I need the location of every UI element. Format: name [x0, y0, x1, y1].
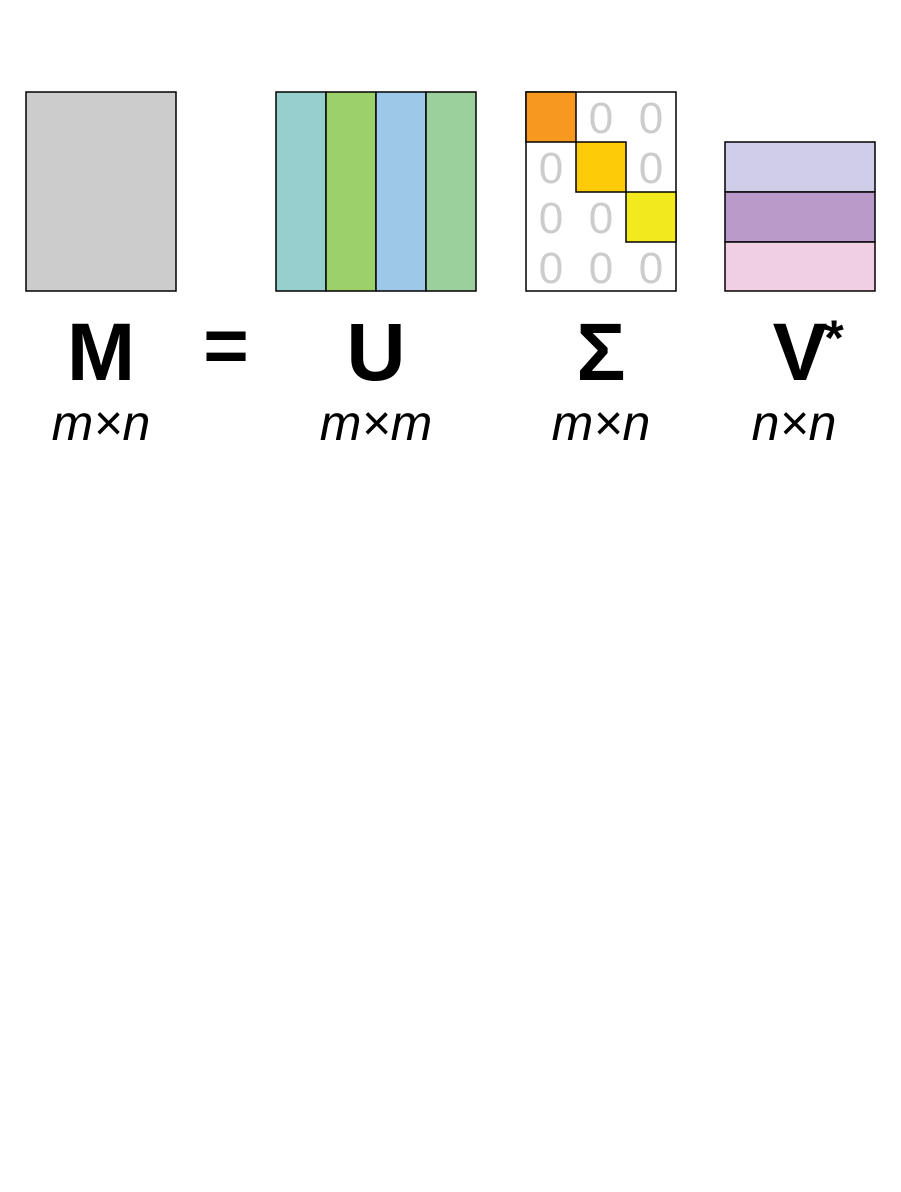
sigma-zero: 0	[589, 244, 613, 293]
matrix-v-row-1	[724, 141, 876, 193]
equals-sign: =	[203, 301, 249, 389]
symbol-v: V	[773, 307, 828, 398]
matrix-v	[724, 141, 876, 292]
sigma-zero: 0	[589, 194, 613, 243]
sigma-zero: 0	[539, 194, 563, 243]
symbol-sigma: Σ	[576, 307, 625, 398]
sigma-diagonal-1	[525, 91, 577, 143]
dims-u: m×m	[320, 395, 433, 451]
dims-m: m×n	[52, 395, 151, 451]
matrix-m	[25, 91, 177, 292]
matrix-sigma: 0 0 0 0 0 0 0 0 0	[525, 91, 677, 293]
sigma-zero: 0	[539, 244, 563, 293]
matrix-u-column-1	[275, 91, 327, 292]
matrix-u-column-3	[375, 91, 427, 292]
symbol-m: M	[67, 307, 135, 398]
dims-v: n×n	[752, 395, 837, 451]
symbol-u: U	[346, 307, 405, 398]
matrix-u-column-4	[425, 91, 477, 292]
matrix-m-block	[25, 91, 177, 292]
sigma-diagonal-3	[625, 191, 677, 243]
matrix-u	[275, 91, 477, 292]
sigma-zero: 0	[639, 94, 663, 143]
sigma-zero: 0	[539, 144, 563, 193]
matrix-u-column-2	[325, 91, 377, 292]
sigma-diagonal-2	[575, 141, 627, 193]
matrix-v-row-2	[724, 191, 876, 243]
matrix-v-row-3	[724, 241, 876, 292]
sigma-zero: 0	[639, 144, 663, 193]
symbol-v-superscript: *	[824, 310, 844, 366]
sigma-zero: 0	[639, 244, 663, 293]
dims-sigma: m×n	[552, 395, 651, 451]
sigma-zero: 0	[589, 94, 613, 143]
